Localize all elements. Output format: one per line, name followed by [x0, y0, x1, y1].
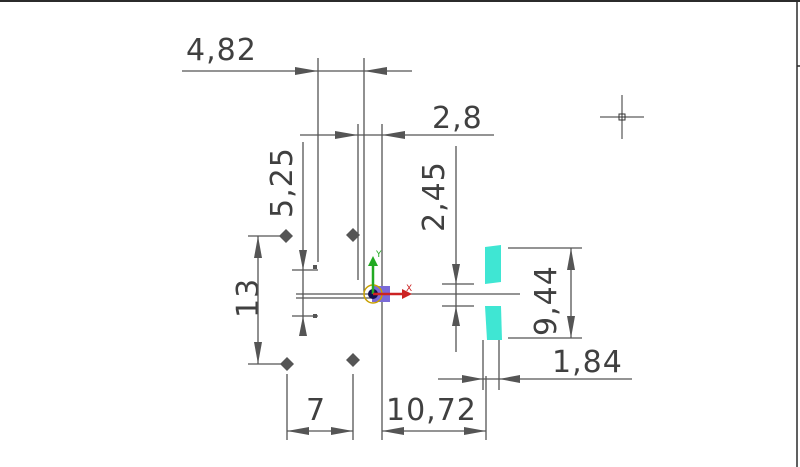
- dimension-10-72[interactable]: 10,72: [382, 376, 487, 440]
- dimension-7[interactable]: 7: [286, 374, 354, 440]
- dimension-2-45[interactable]: 2,45: [417, 146, 474, 352]
- hole-top-left[interactable]: [279, 229, 293, 243]
- ucs-icon[interactable]: X Y: [363, 250, 412, 304]
- hole-bottom-left[interactable]: [280, 357, 294, 371]
- drill-holes[interactable]: [279, 228, 360, 371]
- dimension-text-10-72: 10,72: [386, 393, 477, 428]
- ucs-x-label: X: [406, 284, 412, 294]
- smd-pads[interactable]: [485, 245, 502, 340]
- dimension-text-13: 13: [231, 278, 266, 318]
- dimension-9-44[interactable]: 9,44: [508, 247, 582, 339]
- dimension-13[interactable]: 13: [231, 235, 286, 365]
- ucs-y-label: Y: [375, 250, 382, 260]
- pad-top[interactable]: [485, 245, 501, 284]
- dimension-text-2-8: 2,8: [432, 101, 483, 136]
- dimension-text-4-82: 4,82: [186, 33, 257, 68]
- dimension-1-84[interactable]: 1,84: [438, 340, 632, 390]
- dimension-4-82[interactable]: 4,82: [182, 33, 412, 292]
- pad-bottom[interactable]: [485, 306, 502, 340]
- hole-top-right[interactable]: [346, 228, 360, 242]
- dimension-text-7: 7: [306, 393, 326, 428]
- dimension-text-5-25: 5,25: [265, 147, 300, 218]
- dimension-text-1-84: 1,84: [552, 345, 623, 380]
- hole-bottom-right[interactable]: [346, 353, 360, 367]
- crosshair-cursor-icon: [600, 95, 644, 139]
- dimension-text-2-45: 2,45: [417, 161, 452, 232]
- dimension-text-9-44: 9,44: [529, 265, 564, 336]
- dimension-2-8[interactable]: 2,8: [300, 101, 494, 440]
- dimension-5-25[interactable]: 5,25: [265, 142, 318, 336]
